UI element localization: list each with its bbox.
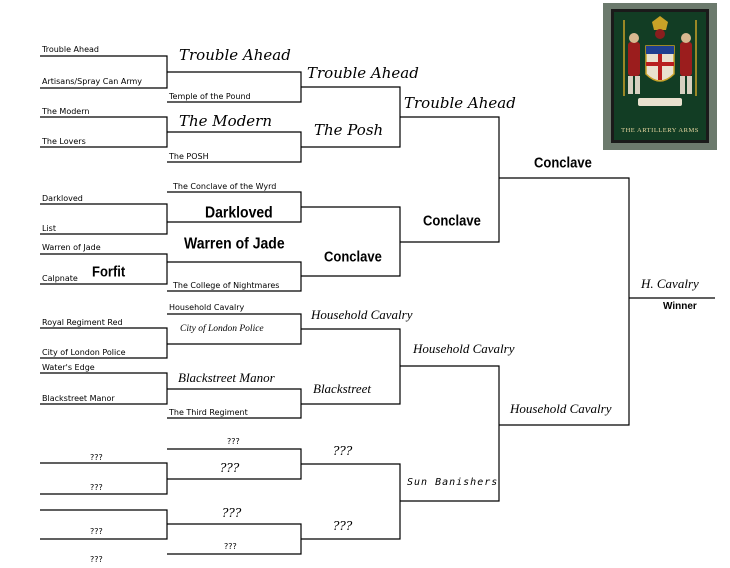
r3-m3-a: Household Cavalry [311, 307, 413, 322]
r2-m7-a: ??? [227, 437, 240, 446]
r2-m2-a: The Modern [179, 112, 273, 130]
r1-m6-b: Blackstreet Manor [42, 394, 115, 403]
r1-m7-b: ??? [90, 483, 103, 492]
r3-m1-b: The Posh [314, 121, 384, 139]
sign-caption: THE ARTILLERY ARMS [621, 127, 699, 134]
r3-m2-a: Conclave [324, 248, 382, 265]
r2-m5-a: Household Cavalry [169, 303, 245, 312]
r1-m3-b: List [42, 224, 56, 233]
r1-m4-a: Warren of Jade [42, 243, 101, 252]
sf-b: Household Cavalry [510, 401, 612, 416]
r1-m8-a: ??? [90, 527, 103, 536]
r1-m2-a: The Modern [42, 107, 90, 116]
r2-m1-a: Trouble Ahead [179, 46, 291, 64]
r1-m4-b: Calpnate [42, 274, 78, 283]
sf-a: Conclave [534, 154, 592, 171]
r4-m1-a: Trouble Ahead [404, 94, 516, 112]
r1-m8-b: ??? [90, 555, 103, 564]
r2-m3-a: The Conclave of the Wyrd [173, 182, 277, 191]
r2-m1-b: Temple of the Pound [169, 92, 251, 101]
r4-m2-b: Sun Banishers [407, 477, 499, 488]
r2-m3-b: Darkloved [205, 203, 273, 221]
coat-of-arms-icon [623, 16, 697, 106]
r4-m1-b: Conclave [423, 212, 481, 229]
r1-m4-forfeit: Forfit [92, 263, 126, 280]
r1-m1-a: Trouble Ahead [42, 45, 99, 54]
r1-m7-a: ??? [90, 453, 103, 462]
r1-m1-b: Artisans/Spray Can Army [42, 77, 142, 86]
r2-m6-a: Blackstreet Manor [178, 370, 275, 385]
r3-m4-a: ??? [333, 444, 353, 458]
r2-m8-a: ??? [222, 506, 242, 520]
r1-m3-a: Darkloved [42, 194, 83, 203]
sign-board: THE ARTILLERY ARMS [611, 9, 709, 143]
r2-m4-b: The College of Nightmares [173, 281, 280, 290]
r2-m4-a: Warren of Jade [184, 234, 285, 252]
r2-m7-b: ??? [220, 461, 240, 475]
r2-m6-b: The Third Regiment [169, 408, 248, 417]
r1-m6-a: Water's Edge [42, 363, 95, 372]
r2-m2-b: The POSH [169, 152, 209, 161]
champion: H. Cavalry [641, 276, 699, 291]
r3-m3-b: Blackstreet [313, 381, 371, 396]
r1-m2-b: The Lovers [42, 137, 86, 146]
pub-sign-image: THE ARTILLERY ARMS [603, 3, 717, 150]
r3-m4-b: ??? [333, 519, 353, 533]
r1-m5-b: City of London Police [42, 348, 126, 357]
r2-m8-b: ??? [224, 542, 237, 551]
r2-m5-b: City of London Police [180, 324, 264, 334]
r4-m2-a: Household Cavalry [413, 341, 515, 356]
r3-m1-a: Trouble Ahead [307, 64, 419, 82]
r1-m5-a: Royal Regiment Red [42, 318, 123, 327]
winner-label: Winner [663, 301, 697, 312]
